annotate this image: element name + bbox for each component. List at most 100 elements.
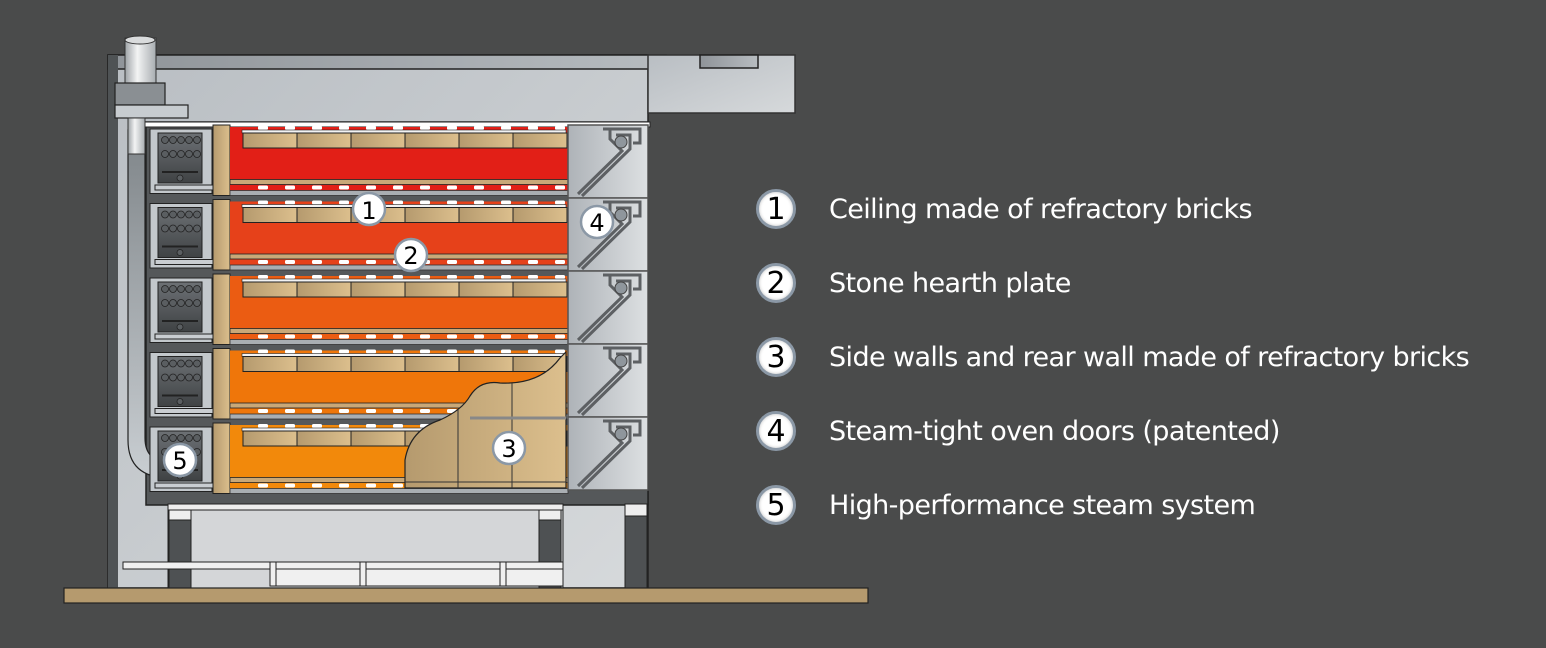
door-panel — [567, 416, 649, 491]
heating-tube — [528, 185, 538, 190]
heating-tube — [339, 409, 349, 413]
heating-tube — [501, 200, 511, 205]
refractory-wall-cutaway — [404, 350, 567, 489]
heating-tube — [339, 200, 349, 205]
ceiling-brick — [296, 430, 352, 447]
deck-rail — [229, 488, 569, 494]
deck-rail — [229, 339, 569, 345]
heating-tube — [258, 334, 268, 339]
deck-1 — [149, 124, 569, 196]
door-panel — [567, 343, 649, 418]
oven-door-4 — [567, 343, 649, 418]
heating-tube — [393, 409, 403, 413]
oven-door-5 — [567, 416, 649, 491]
heating-tube — [285, 409, 295, 413]
svg-text:4: 4 — [589, 209, 604, 237]
heating-tube — [393, 334, 403, 339]
steam-coil-icon — [169, 150, 177, 158]
oven-door-3 — [567, 270, 649, 345]
steam-coil-icon — [161, 136, 169, 144]
steam-coil-icon — [177, 136, 185, 144]
heating-tube — [447, 349, 457, 354]
heating-tube — [312, 409, 322, 413]
heating-tube — [339, 349, 349, 354]
steam-coil-icon — [177, 359, 185, 368]
heating-tube — [447, 200, 457, 205]
steam-coil-icon — [169, 210, 177, 219]
heating-tube — [339, 424, 349, 428]
ceiling-brick — [296, 132, 352, 149]
heating-tube — [339, 126, 349, 130]
heating-tube — [285, 483, 295, 488]
heating-tube — [258, 424, 268, 428]
steam-coil-icon — [169, 285, 177, 293]
heating-tube — [420, 275, 430, 279]
heating-tube — [555, 200, 565, 205]
heating-tube — [366, 483, 376, 488]
door-hinge-icon — [614, 135, 628, 149]
heating-tube — [258, 200, 268, 205]
heating-tube — [366, 126, 376, 130]
ceiling-brick — [296, 281, 352, 298]
heating-tube — [339, 483, 349, 488]
steam-coil-icon — [161, 150, 169, 158]
svg-text:2: 2 — [403, 242, 418, 270]
door-hinge-icon — [614, 208, 628, 222]
oven-door-1 — [567, 124, 649, 199]
heating-tube — [528, 334, 538, 339]
door-hinge-icon — [614, 281, 628, 295]
heating-tube — [312, 260, 322, 264]
deck-3 — [149, 273, 569, 345]
callout-3-walls: 3 — [491, 430, 527, 466]
heating-tube — [393, 483, 403, 488]
steam-coil-icon — [193, 434, 201, 442]
ceiling-brick — [404, 281, 460, 298]
heating-tube — [366, 424, 376, 428]
brick-pillar — [212, 199, 231, 271]
ceiling-brick — [242, 430, 298, 447]
legend-item-2: 2 Stone hearth plate — [756, 260, 1071, 306]
heating-tube — [366, 334, 376, 339]
heating-tube — [312, 275, 322, 279]
heating-tube — [474, 275, 484, 279]
callout-5-steam-system: 5 — [162, 442, 198, 478]
heating-tube — [366, 275, 376, 279]
steam-coil-icon — [185, 224, 193, 233]
heating-tube — [501, 185, 511, 190]
callout-1-ceiling: 1 — [351, 191, 387, 227]
steam-coil-icon — [193, 136, 201, 144]
ceiling-brick — [242, 132, 298, 149]
heating-tube — [312, 126, 322, 130]
steam-coil-icon — [193, 224, 201, 233]
legend-number-badge: 1 — [756, 189, 796, 229]
heating-tube — [501, 126, 511, 130]
heating-tube — [339, 275, 349, 279]
legend-item-1: 1 Ceiling made of refractory bricks — [756, 186, 1253, 232]
heating-tube — [285, 334, 295, 339]
heating-tube — [312, 424, 322, 428]
ceiling-brick — [350, 356, 406, 372]
heating-tube — [393, 349, 403, 354]
heating-tube — [285, 424, 295, 428]
heating-tube — [258, 409, 268, 413]
ceiling-brick — [512, 132, 568, 149]
steam-coil-icon — [169, 434, 177, 442]
steam-coil-icon — [169, 136, 177, 144]
heating-tube — [501, 349, 511, 354]
heating-tube — [339, 260, 349, 264]
heating-tube — [285, 185, 295, 190]
heating-tube — [474, 185, 484, 190]
brick-pillar — [212, 348, 231, 420]
heating-tube — [528, 275, 538, 279]
heating-tube — [339, 185, 349, 190]
heating-tube — [420, 126, 430, 130]
steam-coil-icon — [177, 210, 185, 219]
legend-label: Ceiling made of refractory bricks — [829, 193, 1253, 225]
heating-tube — [474, 126, 484, 130]
steam-coil-icon — [177, 434, 185, 442]
heating-tube — [447, 260, 457, 264]
heating-tube — [501, 334, 511, 339]
heating-tube — [447, 334, 457, 339]
door-panel — [567, 124, 649, 199]
